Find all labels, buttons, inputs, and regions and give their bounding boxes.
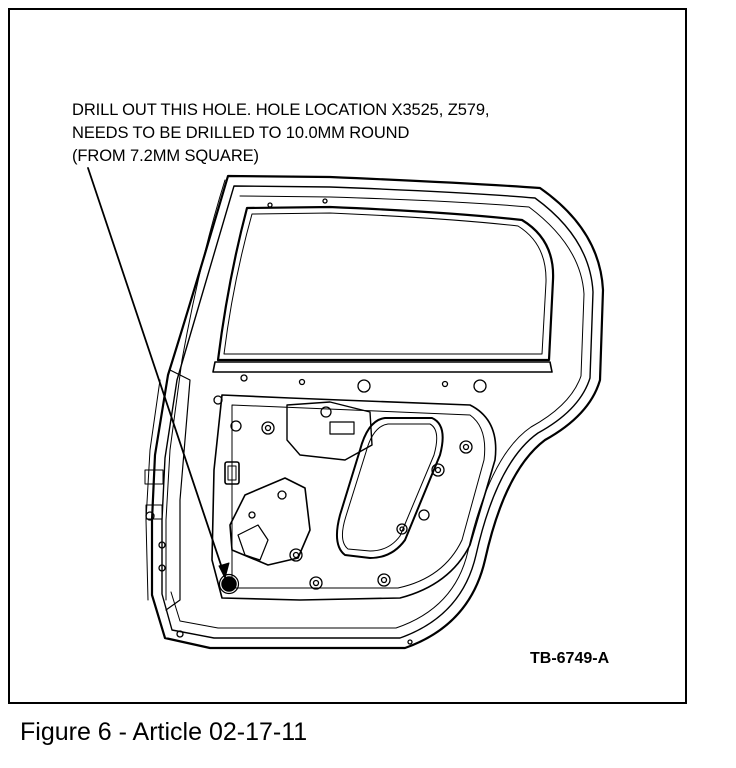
- callout-text: DRILL OUT THIS HOLE. HOLE LOCATION X3525…: [72, 99, 490, 168]
- inner-panel-outline: [211, 394, 497, 601]
- door-flange-line: [165, 179, 226, 601]
- target-drill-hole: [221, 576, 237, 592]
- hinge-bracket-upper: [144, 469, 164, 485]
- callout-line-2: NEEDS TO BE DRILLED TO 10.0MM ROUND: [72, 124, 410, 142]
- hinge-bracket-lower: [145, 504, 163, 520]
- reference-code: TB-6749-A: [530, 650, 610, 667]
- latch-opening: [224, 461, 240, 485]
- window-opening: [216, 205, 555, 362]
- large-access-cutout: [335, 417, 444, 559]
- callout-arrowhead: [218, 562, 230, 579]
- figure-frame: [8, 8, 687, 704]
- large-cutout-inner: [342, 423, 438, 552]
- callout-line-1: DRILL OUT THIS HOLE. HOLE LOCATION X3525…: [72, 101, 490, 119]
- rivets: [145, 198, 487, 645]
- regulator-slot: [329, 421, 355, 435]
- door-outer-outline: [150, 174, 605, 650]
- lower-bracket-cut: [237, 524, 269, 561]
- window-belt-rail: [212, 361, 553, 373]
- callout-line-3: (FROM 7.2MM SQUARE): [72, 147, 259, 165]
- hinge-pillar: [165, 369, 191, 611]
- callout-leader-line: [87, 167, 226, 578]
- lower-bracket-plate: [229, 477, 311, 566]
- latch-opening-inner: [227, 465, 237, 481]
- regulator-upper-bracket: [286, 401, 373, 461]
- window-inner-edge: [223, 212, 547, 355]
- door-outline-inner-1: [161, 185, 594, 639]
- hinge-pillar-inner: [145, 379, 161, 601]
- door-outline-inner-2: [170, 195, 585, 629]
- figure-caption: Figure 6 - Article 02-17-11: [20, 718, 308, 746]
- inner-panel-ridge: [231, 404, 486, 589]
- target-hole-ring: [218, 573, 240, 595]
